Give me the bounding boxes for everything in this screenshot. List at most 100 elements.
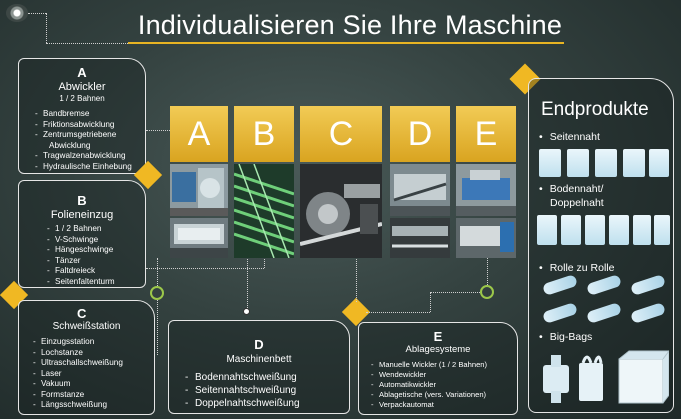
panel-schweissstation[interactable]: C Schweißstation Einzugsstation Lochstan…: [18, 300, 155, 415]
machine-module-c[interactable]: C: [300, 106, 382, 258]
module-tile: A: [170, 106, 228, 162]
list-item: V-Schwinge: [47, 235, 145, 246]
machine-bed-photo: [390, 218, 450, 258]
bag-icon: [567, 149, 589, 177]
list-item: Verpackautomat: [371, 400, 517, 410]
bag-icon: [539, 149, 561, 177]
product-category-bottom-seal[interactable]: Bodennaht/: [539, 183, 604, 195]
connector-ring: [150, 286, 164, 300]
option-list: Manuelle Wickler (1 / 2 Bahnen) Wendewic…: [371, 360, 517, 410]
list-item: Tragwalzenabwicklung: [35, 151, 145, 162]
option-list: Einzugsstation Lochstanze Ultraschallsch…: [33, 337, 154, 411]
list-item: Bodennahtschweißung: [185, 371, 349, 384]
connector-line: [356, 256, 357, 302]
list-item: Wendewickler: [371, 370, 517, 380]
bag-icon: [609, 215, 629, 245]
option-list: Bandbremse Friktionsabwicklung Zentrumsg…: [35, 109, 145, 172]
panel-abwickler[interactable]: A Abwickler 1 / 2 Bahnen Bandbremse Frik…: [18, 58, 146, 174]
panel-title: Maschinenbett: [226, 354, 292, 365]
list-item: Hängeschwinge: [47, 245, 145, 256]
end-products-panel: Endprodukte Seitennaht Bodennaht/ Doppel…: [528, 78, 674, 413]
list-item: Ultraschallschweißung: [33, 358, 154, 369]
list-item: Einzugsstation: [33, 337, 154, 348]
option-list: Bodennahtschweißung Seitennahtschweißung…: [185, 371, 349, 410]
connector-line: [366, 312, 430, 313]
panel-title: Abwickler: [58, 81, 106, 93]
module-tile: E: [456, 106, 516, 162]
list-item: Doppelnahtschweißung: [185, 397, 349, 410]
connector-dot: [243, 308, 250, 315]
list-item: Hydraulische Einhebung: [35, 162, 145, 173]
module-tile: B: [234, 106, 294, 162]
product-category-big-bags[interactable]: Big-Bags: [539, 331, 593, 343]
list-item: Lochstanze: [33, 348, 154, 359]
panel-letter: D: [254, 337, 264, 352]
list-item: Längsschweißung: [33, 400, 154, 411]
stacking-system-photo: [456, 164, 516, 216]
connector-line: [157, 300, 158, 355]
bag-icon: [561, 215, 581, 245]
connector-line: [46, 13, 47, 43]
panel-folieneinzug[interactable]: B Folieneinzug 1 / 2 Bahnen V-Schwinge H…: [18, 180, 146, 288]
machine-bed-photo: [390, 164, 450, 216]
unwinder-photo: [170, 164, 228, 216]
panel-letter: C: [77, 306, 87, 321]
connector-line: [146, 268, 264, 269]
panel-maschinenbett[interactable]: D Maschinenbett Bodennahtschweißung Seit…: [168, 320, 350, 414]
list-item: Automatikwickler: [371, 380, 517, 390]
machine-module-a[interactable]: A: [170, 106, 228, 258]
panel-title: Folieneinzug: [50, 209, 114, 221]
stacking-system-photo: [456, 218, 516, 258]
roll-icon: [585, 274, 623, 296]
list-item: Vakuum: [33, 379, 154, 390]
list-item: 1 / 2 Bahnen: [47, 224, 145, 235]
module-tile: C: [300, 106, 382, 162]
panel-letter: A: [77, 65, 87, 80]
panel-title: Schweißstation: [52, 321, 121, 332]
panel-title: Ablagesysteme: [405, 344, 471, 355]
film-feed-photo: [234, 164, 294, 258]
product-category-continuation: Doppelnaht: [550, 197, 604, 209]
bag-icon: [633, 215, 651, 245]
unwinder-photo: [170, 218, 228, 258]
connector-line: [247, 256, 248, 308]
panel-subtitle: 1 / 2 Bahnen: [59, 94, 105, 103]
connector-line: [264, 255, 265, 268]
list-item: Manuelle Wickler (1 / 2 Bahnen): [371, 360, 517, 370]
roll-icon: [585, 302, 623, 324]
list-item: Abwicklung: [49, 140, 91, 150]
bag-icon: [595, 149, 617, 177]
list-item: Tänzer: [47, 256, 145, 267]
module-tile: D: [390, 106, 450, 162]
roll-icon: [629, 274, 667, 296]
product-category-side-seal[interactable]: Seitennaht: [539, 131, 600, 143]
title-underline: [128, 42, 564, 44]
roll-icon: [541, 302, 579, 324]
bag-icon: [649, 149, 669, 177]
connector-line: [430, 292, 431, 312]
product-category-roll-to-roll[interactable]: Rolle zu Rolle: [539, 262, 615, 274]
machine-module-e[interactable]: E: [456, 106, 516, 258]
connector-ring: [480, 285, 494, 299]
option-list: 1 / 2 Bahnen V-Schwinge Hängeschwinge Tä…: [47, 224, 145, 287]
list-item: Zentrumsgetriebene: [35, 130, 145, 141]
connector-line: [146, 130, 174, 131]
list-item: Faltdreieck: [47, 266, 145, 277]
machine-module-b[interactable]: B: [234, 106, 294, 258]
bag-icon: [537, 215, 557, 245]
roll-icon: [541, 274, 579, 296]
list-item: Ablagetische (vers. Variationen): [371, 390, 517, 400]
panel-ablagesysteme[interactable]: E Ablagesysteme Manuelle Wickler (1 / 2 …: [358, 322, 518, 415]
connector-line: [46, 43, 128, 44]
list-item: Friktionsabwicklung: [35, 120, 145, 131]
list-item: Formstanze: [33, 390, 154, 401]
roll-icon: [629, 302, 667, 324]
machine-module-d[interactable]: D: [390, 106, 450, 258]
list-item: Bandbremse: [35, 109, 145, 120]
big-bag-icons: [543, 350, 669, 404]
connector-line: [157, 258, 158, 286]
panel-letter: E: [433, 329, 443, 344]
welding-station-photo: [300, 164, 382, 258]
end-products-title: Endprodukte: [541, 99, 649, 120]
connector-line: [487, 256, 488, 285]
